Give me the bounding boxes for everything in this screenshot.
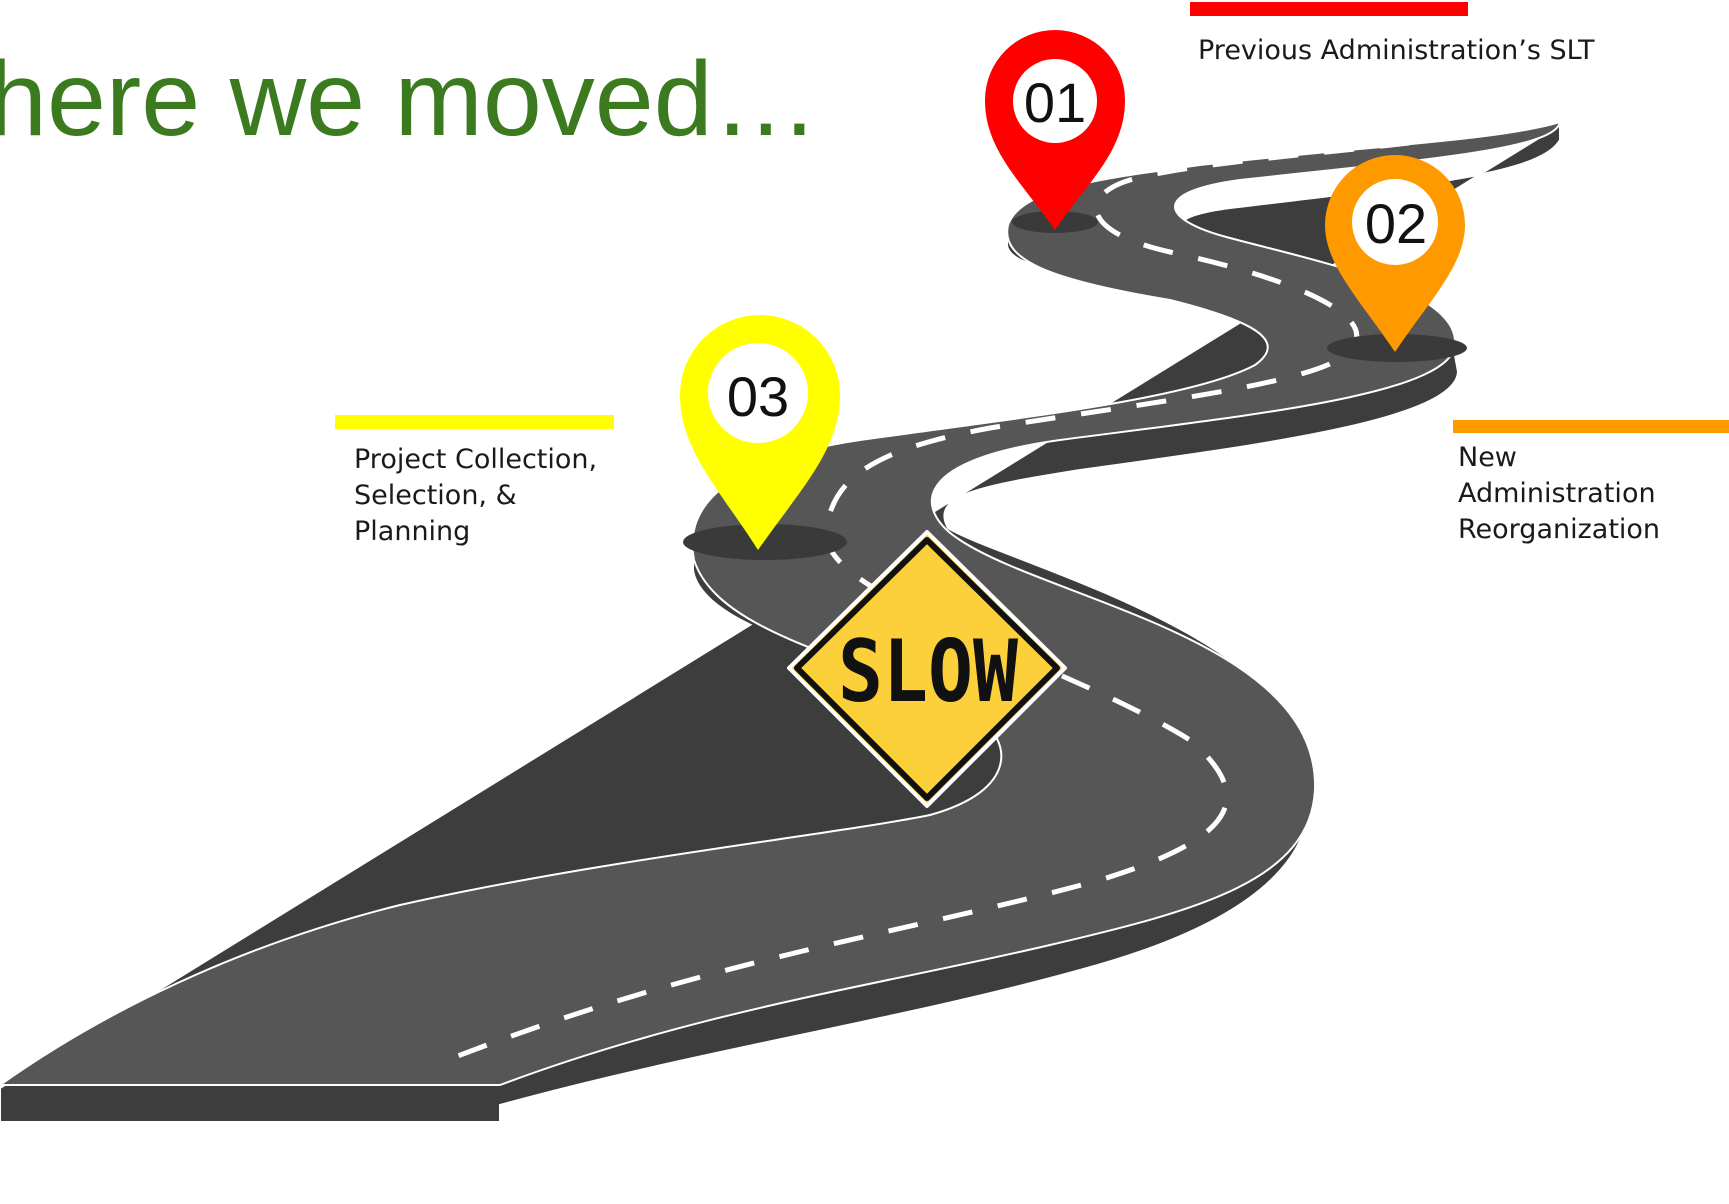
warning-diamond-sign-icon: SLOW (787, 530, 1067, 808)
milestone-03: Project Collection, Selection, & Plannin… (335, 315, 840, 550)
milestone-01: Previous Administration’s SLT 01 (985, 2, 1595, 230)
milestone-02: New Administration Reorganization 02 (1325, 155, 1729, 545)
map-pin-icon: 03 (680, 315, 840, 550)
pin-shadow (683, 524, 847, 560)
milestone-02-color-bar (1453, 420, 1729, 433)
milestone-03-label: Project Collection, Selection, & Plannin… (354, 444, 606, 547)
page-title: here we moved… (0, 40, 819, 158)
map-pin-icon: 01 (985, 30, 1125, 230)
milestone-01-color-bar (1190, 2, 1468, 16)
milestone-03-number: 03 (727, 365, 789, 428)
milestone-01-label: Previous Administration’s SLT (1198, 35, 1595, 66)
milestone-03-color-bar (335, 415, 614, 429)
sign-text: SLOW (838, 622, 1018, 722)
winding-road-icon (0, 120, 1562, 1123)
milestone-01-number: 01 (1024, 71, 1086, 134)
map-pin-icon: 02 (1325, 155, 1465, 352)
milestone-02-number: 02 (1365, 192, 1427, 255)
milestone-02-label: New Administration Reorganization (1458, 442, 1664, 545)
